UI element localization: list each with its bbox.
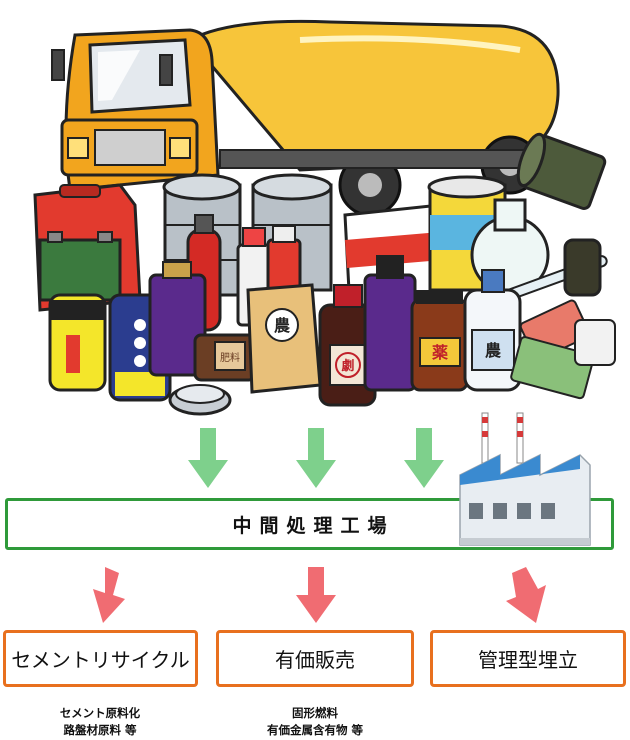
battery-yellow: [48, 293, 107, 392]
button-battery: [168, 384, 232, 416]
down-arrow-3: [404, 428, 444, 488]
down-arrow-2: [296, 428, 336, 488]
output-label-cement-recycle: セメントリサイクル: [11, 648, 190, 672]
output-box-sale: 有価販売: [216, 630, 414, 687]
sale-note: 固形燃料 有価金属含有物 等: [240, 705, 390, 739]
pesticide-bag-label: 農: [274, 316, 291, 335]
processing-plant-label: 中間処理工場: [232, 514, 395, 537]
medicine-jar: 薬: [410, 290, 469, 392]
output-label-landfill: 管理型埋立: [478, 648, 578, 672]
factory-icon: [459, 412, 591, 546]
down-arrow-output-1: [93, 567, 125, 623]
output-box-landfill: 管理型埋立: [430, 630, 626, 687]
purple-bottle-left: [148, 261, 207, 377]
medicine-label: 薬: [431, 343, 449, 362]
lead-battery: [38, 231, 122, 302]
note-line: 固形燃料: [292, 706, 338, 720]
waste-illustration: 肥料 農 劇 薬 農: [33, 19, 616, 416]
fertilizer-bag: 肥料: [193, 333, 257, 382]
pesticide-bottle: 農: [463, 269, 522, 392]
note-line: 有価金属含有物 等: [266, 723, 363, 737]
pill-packs: [510, 299, 616, 400]
output-label-sale: 有価販売: [275, 648, 355, 672]
note-line: セメント原料化: [59, 706, 141, 720]
output-box-cement-recycle: セメントリサイクル: [3, 630, 198, 687]
note-line: 路盤材原料 等: [63, 723, 137, 737]
down-arrow-1: [188, 428, 228, 488]
tilted-drum: [516, 132, 607, 210]
pesticide-bag: 農: [246, 283, 322, 394]
tanker-truck: [51, 19, 560, 217]
cement-recycle-note: セメント原料化 路盤材原料 等: [30, 705, 170, 739]
poison-label: 劇: [341, 358, 354, 374]
fertilizer-label: 肥料: [220, 351, 240, 364]
down-arrow-output-3: [506, 567, 546, 623]
down-arrow-output-2: [296, 567, 336, 623]
poison-bottle: 劇: [318, 284, 377, 407]
pesticide-bottle-label: 農: [485, 341, 502, 360]
purple-bottle-right: [363, 255, 417, 392]
